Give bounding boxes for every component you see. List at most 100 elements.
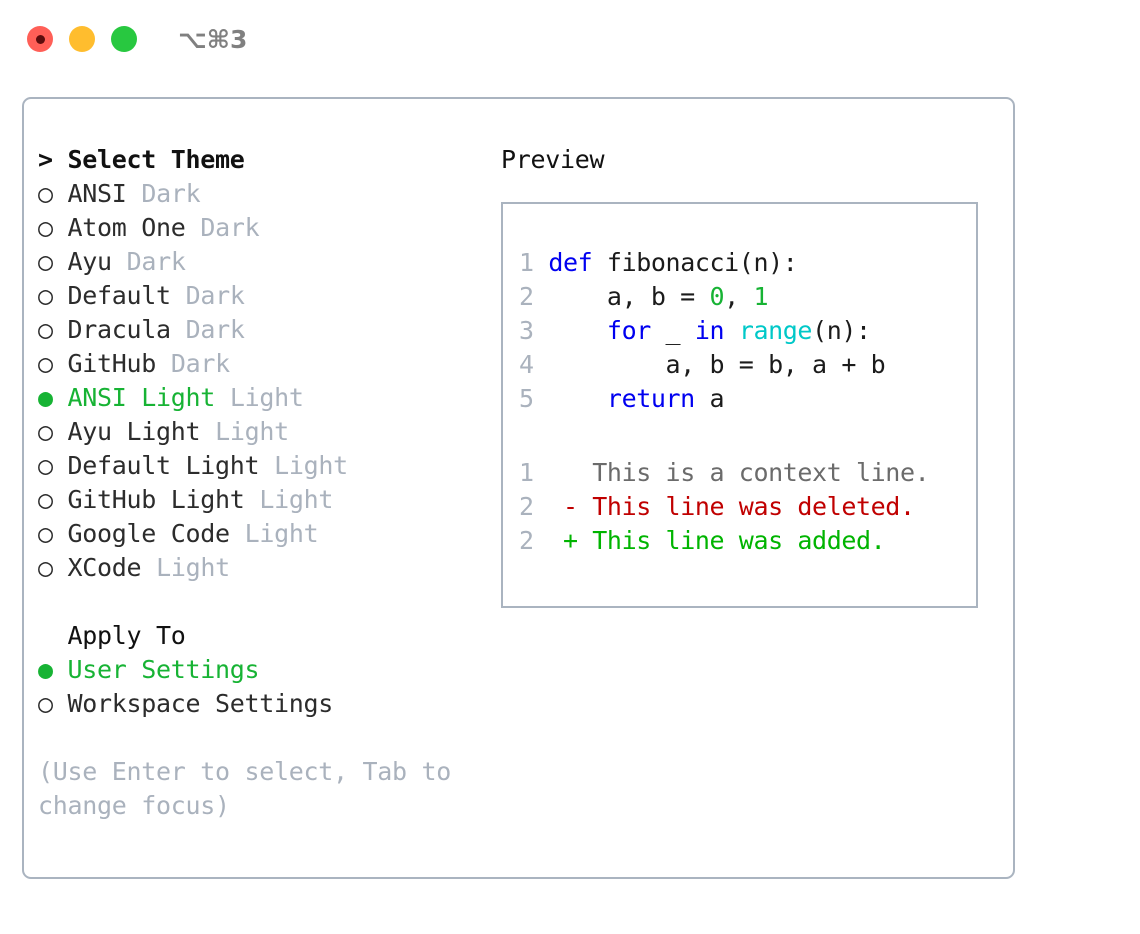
theme-list: ○ ANSI Dark ○ Atom One Dark ○ Ayu Dark ○…	[38, 177, 493, 585]
spacer	[156, 349, 171, 378]
theme-list-item-ansi-dark[interactable]: ○ ANSI Dark	[38, 177, 493, 211]
theme-name: Google Code	[67, 519, 231, 548]
theme-name: Dracula	[67, 315, 172, 344]
code-sample: 1 def fibonacci(n): 2 a, b = 0, 1 3 for …	[519, 246, 968, 558]
select-theme-prompt: > Select Theme	[38, 145, 245, 174]
apply-to-item-user-settings[interactable]: ● User Settings	[38, 653, 493, 687]
theme-list-item-ansi-light[interactable]: ● ANSI Light Light	[38, 381, 493, 415]
code-line: 2 a, b = 0, 1	[519, 280, 968, 314]
theme-list-item-dracula-dark[interactable]: ○ Dracula Dark	[38, 313, 493, 347]
code-line: 4 a, b = b, a + b	[519, 348, 968, 382]
code-token: a, b =	[548, 282, 710, 311]
spacer	[230, 519, 245, 548]
theme-list-item-ayu-light[interactable]: ○ Ayu Light Light	[38, 415, 493, 449]
radio-icon[interactable]: ○	[38, 451, 53, 480]
theme-list-item-xcode[interactable]: ○ XCode Light	[38, 551, 493, 585]
theme-name: Atom One	[67, 213, 186, 242]
keyboard-shortcut-label: ⌥⌘3	[178, 24, 248, 54]
apply-to-label: Workspace Settings	[67, 689, 334, 718]
radio-icon[interactable]: ○	[38, 281, 53, 310]
spacer	[53, 655, 68, 684]
close-focus-pip	[35, 34, 45, 44]
theme-list-item-ayu-dark[interactable]: ○ Ayu Dark	[38, 245, 493, 279]
radio-icon-selected[interactable]: ●	[38, 655, 53, 684]
theme-list-item-default-dark[interactable]: ○ Default Dark	[38, 279, 493, 313]
minimize-button[interactable]	[69, 26, 95, 52]
theme-list-item-github-dark[interactable]: ○ GitHub Dark	[38, 347, 493, 381]
theme-list-item-github-light[interactable]: ○ GitHub Light Light	[38, 483, 493, 517]
preview-title: Preview	[501, 145, 605, 174]
main-panel: > Select Theme ○ ANSI Dark ○ Atom One Da…	[22, 97, 1015, 879]
maximize-button[interactable]	[111, 26, 137, 52]
spacer	[53, 247, 68, 276]
radio-icon[interactable]: ○	[38, 689, 53, 718]
code-token: return	[606, 384, 695, 413]
spacer	[171, 281, 186, 310]
radio-icon[interactable]: ○	[38, 213, 53, 242]
gutter-space	[534, 526, 563, 555]
theme-kind: Dark	[141, 179, 201, 208]
radio-icon[interactable]: ○	[38, 553, 53, 582]
diff-marker	[563, 458, 578, 487]
spacer	[141, 553, 156, 582]
spacer	[259, 451, 274, 480]
theme-list-item-default-light[interactable]: ○ Default Light Light	[38, 449, 493, 483]
radio-icon[interactable]: ○	[38, 349, 53, 378]
radio-icon[interactable]: ○	[38, 315, 53, 344]
code-token: for	[606, 316, 651, 345]
keyboard-hint-text: (Use Enter to select, Tab to change focu…	[38, 757, 466, 820]
code-token: fibonacci(n):	[592, 248, 798, 277]
diff-line-deleted: 2 - This line was deleted.	[519, 490, 968, 524]
spacer	[215, 383, 230, 412]
theme-list-item-atom-one-dark[interactable]: ○ Atom One Dark	[38, 211, 493, 245]
spacer	[200, 417, 215, 446]
spacer	[53, 281, 68, 310]
apply-to-item-workspace-settings[interactable]: ○ Workspace Settings	[38, 687, 493, 721]
spacer	[53, 349, 68, 378]
radio-icon[interactable]: ○	[38, 485, 53, 514]
line-number: 3	[519, 316, 534, 345]
spacer	[53, 553, 68, 582]
theme-name: Ayu Light	[67, 417, 201, 446]
line-number: 4	[519, 350, 534, 379]
radio-icon[interactable]: ○	[38, 417, 53, 446]
theme-name: GitHub Light	[67, 485, 245, 514]
code-token: 1	[753, 282, 769, 311]
theme-kind: Dark	[126, 247, 186, 276]
apply-to-list: ● User Settings ○ Workspace Settings	[38, 653, 493, 721]
code-line: 3 for _ in range(n):	[519, 314, 968, 348]
code-token: _	[650, 316, 695, 345]
spacer	[53, 485, 68, 514]
window-titlebar: ⌥⌘3	[0, 0, 1140, 78]
spacer	[53, 451, 68, 480]
radio-icon[interactable]: ○	[38, 179, 53, 208]
line-number: 2	[519, 282, 534, 311]
theme-list-item-google-code[interactable]: ○ Google Code Light	[38, 517, 493, 551]
close-button[interactable]	[27, 26, 53, 52]
preview-column: Preview 1 def fibonacci(n): 2 a, b = 0, …	[501, 143, 1001, 608]
radio-icon-selected[interactable]: ●	[38, 383, 53, 412]
spacer	[53, 213, 68, 242]
line-number: 2	[519, 492, 534, 521]
theme-picker-column: > Select Theme ○ ANSI Dark ○ Atom One Da…	[38, 143, 493, 823]
radio-icon[interactable]: ○	[38, 247, 53, 276]
theme-kind: Light	[156, 553, 230, 582]
line-number: 2	[519, 526, 534, 555]
diff-marker: -	[562, 492, 578, 521]
spacer	[112, 247, 127, 276]
theme-kind: Dark	[170, 349, 230, 378]
line-number: 1	[519, 458, 534, 487]
gutter-space	[534, 492, 563, 521]
code-token	[724, 316, 739, 345]
spacer	[245, 485, 260, 514]
diff-text: This is a context line.	[592, 458, 930, 487]
diff-marker: +	[562, 526, 578, 555]
spacer	[53, 417, 68, 446]
line-number: 5	[519, 384, 534, 413]
hint-spacer	[38, 721, 493, 755]
spacer	[171, 315, 186, 344]
gutter-space	[534, 248, 549, 277]
gutter-space	[534, 350, 549, 379]
radio-icon[interactable]: ○	[38, 519, 53, 548]
code-token: a, b = b, a + b	[548, 350, 886, 379]
